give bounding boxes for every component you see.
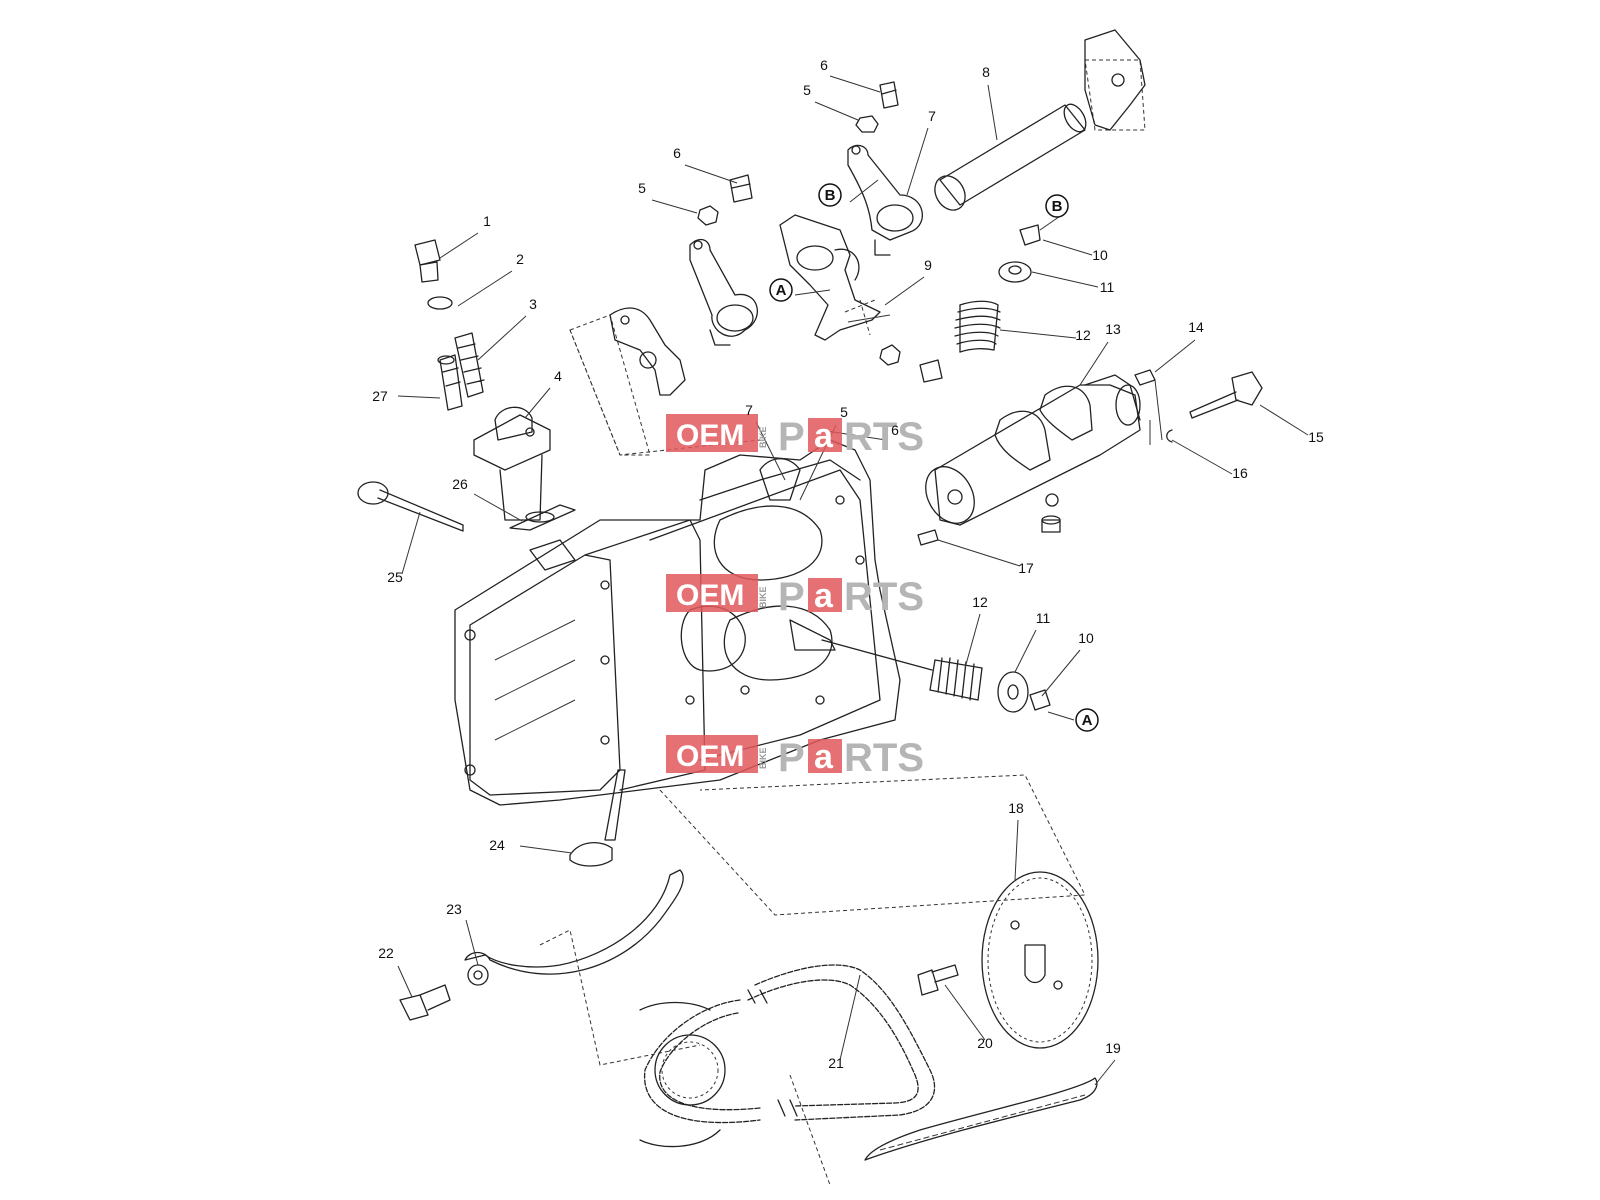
- rocker-arm-left: [689, 238, 758, 346]
- tensioner-body-4: [473, 414, 551, 471]
- reference-mark-circle: [769, 278, 793, 302]
- reference-mark-letter: A: [776, 282, 787, 299]
- callout-c26: 26: [452, 476, 468, 492]
- callout-c12a: 12: [1075, 327, 1091, 343]
- watermark-rts: RTS: [844, 415, 924, 459]
- watermark-a: a: [814, 577, 834, 615]
- clip-16: [1166, 429, 1173, 443]
- callout-c18: 18: [1008, 800, 1024, 816]
- watermark-2: OEM BIKE P a RTS: [666, 574, 924, 619]
- callout-c22: 22: [378, 945, 394, 961]
- callout-c14: 14: [1188, 319, 1204, 335]
- watermark-a: a: [814, 738, 834, 776]
- watermark-3: OEM BIKE P a RTS: [666, 735, 924, 780]
- callout-c9: 9: [924, 257, 932, 273]
- callout-c21: 21: [828, 1055, 844, 1071]
- callout-c10b: 10: [1078, 630, 1094, 646]
- crank-sprocket: [639, 1001, 726, 1148]
- callout-c24: 24: [489, 837, 505, 853]
- callout-c15: 15: [1308, 429, 1324, 445]
- watermark-p: P: [778, 575, 805, 619]
- callout-c10a: 10: [1092, 247, 1108, 263]
- valve-intake: [357, 481, 464, 532]
- watermark-p: P: [778, 736, 805, 780]
- rocker-shaft-8: [934, 103, 1087, 211]
- reference-mark-ref-a1: A: [769, 278, 793, 302]
- watermark-1: OEM BIKE P a RTS: [666, 414, 924, 459]
- callout-c20: 20: [977, 1035, 993, 1051]
- callout-c5a: 5: [638, 180, 646, 196]
- watermark-oem: OEM: [676, 579, 744, 612]
- camshaft-13: [925, 369, 1156, 533]
- valve-exhaust: [569, 769, 626, 867]
- callout-c11b: 11: [1036, 610, 1051, 626]
- cotter-10: [1019, 224, 1041, 246]
- callout-c3: 3: [529, 296, 537, 312]
- reference-mark-letter: B: [825, 187, 836, 204]
- callout-c4: 4: [554, 368, 562, 384]
- reference-mark-circle: [818, 183, 842, 207]
- valve-spring-lower: [821, 639, 1051, 713]
- callout-c17: 17: [1018, 560, 1034, 576]
- callout-c2: 2: [516, 251, 524, 267]
- tensioner-blade-19: [864, 1077, 1098, 1161]
- callout-c23: 23: [446, 901, 462, 917]
- reference-mark-ref-b1: B: [818, 183, 842, 207]
- cam-sprocket-18: [981, 871, 1099, 1049]
- callout-c6a: 6: [673, 145, 681, 161]
- construction-lines: [539, 299, 1163, 1186]
- callout-c25: 25: [387, 569, 403, 585]
- callout-c27: 27: [372, 388, 388, 404]
- watermark-oem: OEM: [676, 419, 744, 452]
- gasket-26: [509, 504, 576, 531]
- watermark-a: a: [814, 417, 834, 455]
- reference-mark-circle: [1045, 194, 1069, 218]
- spring-3: [454, 332, 485, 398]
- decompressor-15: [1189, 371, 1263, 419]
- valve-spring-upper: [954, 224, 1041, 353]
- callout-c12b: 12: [972, 594, 988, 610]
- callout-c5c: 5: [840, 404, 848, 420]
- watermark-rts: RTS: [844, 575, 924, 619]
- pin-14: [1134, 369, 1156, 386]
- callout-c8: 8: [982, 64, 990, 80]
- callout-c16: 16: [1232, 465, 1248, 481]
- callout-c6b: 6: [820, 57, 828, 73]
- tensioner-parts: [414, 239, 551, 521]
- watermark-oem: OEM: [676, 740, 744, 773]
- reference-mark-letter: B: [1052, 198, 1063, 215]
- callout-c13: 13: [1105, 321, 1121, 337]
- callout-c19: 19: [1105, 1040, 1121, 1056]
- bolt-22: [399, 984, 451, 1021]
- watermark-bike: BIKE: [758, 586, 768, 608]
- timing-chain-21: [643, 964, 936, 1124]
- watermark-bike: BIKE: [758, 747, 768, 769]
- cam-carrier: [569, 29, 1146, 456]
- reference-mark-ref-b2: B: [1045, 194, 1069, 218]
- reference-mark-circle: [1075, 708, 1099, 732]
- callout-c7b: 7: [745, 402, 753, 418]
- washer-2: [427, 296, 453, 310]
- reference-marks: A B B A: [769, 183, 1099, 732]
- callout-c11a: 11: [1100, 279, 1115, 295]
- bolt-20: [917, 964, 959, 996]
- callout-c7a: 7: [928, 108, 936, 124]
- callout-c6c: 6: [891, 422, 899, 438]
- callout-c1: 1: [483, 213, 491, 229]
- adjuster-screws: [697, 81, 943, 383]
- rocker-arm-right: [847, 144, 923, 256]
- chain-guide-23: [464, 869, 684, 986]
- watermark-p: P: [778, 415, 805, 459]
- reference-mark-letter: A: [1082, 712, 1093, 729]
- watermark-rts: RTS: [844, 736, 924, 780]
- pin-17: [917, 529, 939, 546]
- bolt-1: [414, 239, 441, 266]
- watermark-bike: BIKE: [758, 426, 768, 448]
- callout-c5b: 5: [803, 82, 811, 98]
- reference-mark-ref-a2: A: [1075, 708, 1099, 732]
- rocker-arm-center: [779, 214, 881, 341]
